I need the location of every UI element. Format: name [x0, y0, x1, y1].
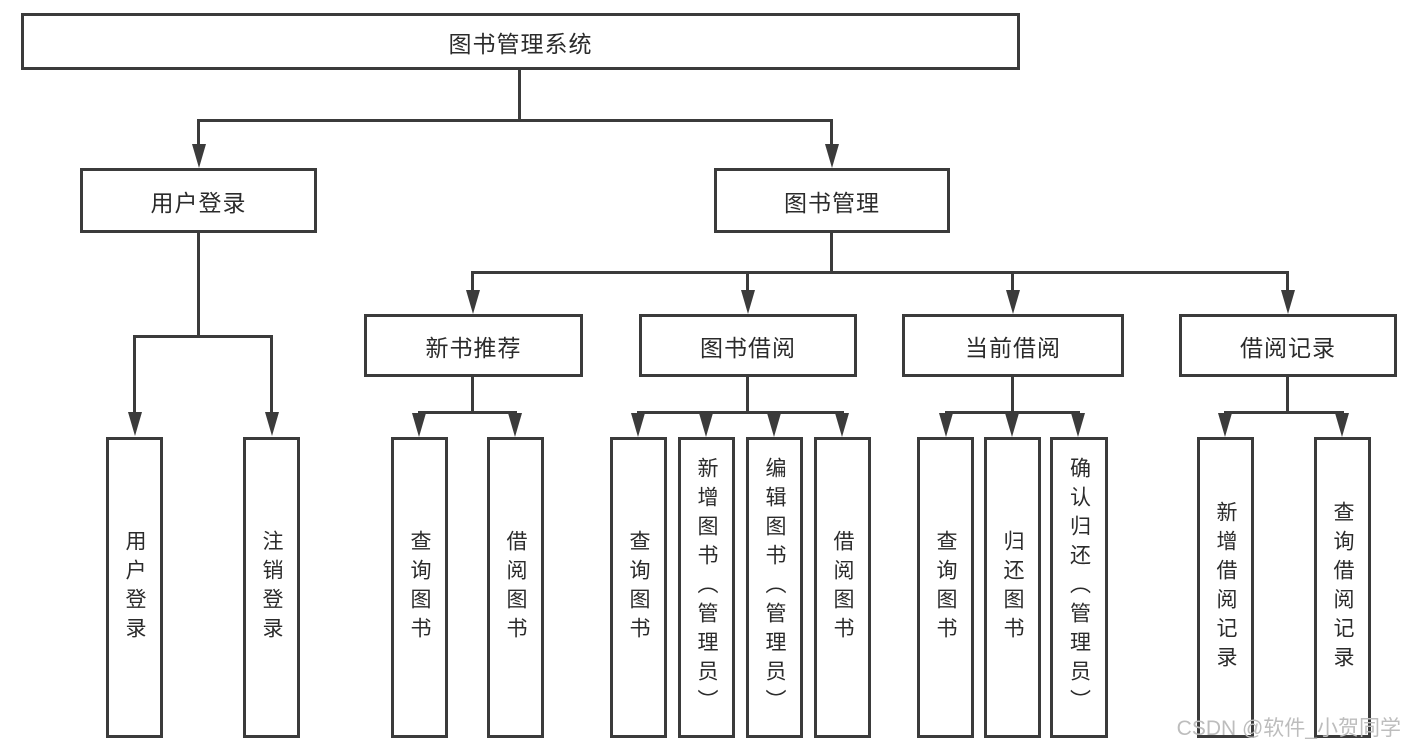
connector-arrowhead — [412, 413, 426, 437]
connector-arrowhead — [466, 290, 480, 314]
connector-line — [518, 70, 521, 120]
connector-line — [1011, 377, 1014, 412]
connector-arrowhead — [1335, 413, 1349, 437]
connector-line — [1286, 377, 1289, 412]
connector-arrowhead — [128, 412, 142, 436]
leaf-borrowing-borrow-books: 借阅图书 — [814, 437, 871, 738]
leaf-borrowing-edit-books-admin: 编辑图书（管理员） — [746, 437, 803, 738]
connector-line — [1011, 271, 1014, 291]
connector-line — [746, 271, 749, 291]
node-borrowing-records: 借阅记录 — [1179, 314, 1397, 377]
connector-line — [1224, 411, 1344, 414]
leaf-borrowing-query-books: 查询图书 — [610, 437, 667, 738]
connector-arrowhead — [699, 413, 713, 437]
connector-line — [133, 335, 273, 338]
connector-line — [133, 335, 136, 413]
connector-line — [197, 233, 200, 335]
connector-line — [1286, 271, 1289, 291]
connector-line — [197, 119, 200, 147]
connector-line — [945, 411, 1080, 414]
connector-line — [197, 119, 833, 122]
connector-arrowhead — [1218, 413, 1232, 437]
leaf-current-return-books: 归还图书 — [984, 437, 1041, 738]
connector-arrowhead — [1005, 413, 1019, 437]
leaf-current-query-books: 查询图书 — [917, 437, 974, 738]
leaf-newbook-query-books: 查询图书 — [391, 437, 448, 738]
connector-arrowhead — [192, 144, 206, 168]
connector-line — [637, 411, 844, 414]
connector-arrowhead — [835, 413, 849, 437]
connector-arrowhead — [767, 413, 781, 437]
connector-line — [418, 411, 517, 414]
connector-line — [471, 271, 474, 291]
connector-arrowhead — [508, 413, 522, 437]
node-new-book-recommendation: 新书推荐 — [364, 314, 583, 377]
leaf-user-login: 用户登录 — [106, 437, 163, 738]
connector-line — [746, 377, 749, 412]
connector-arrowhead — [825, 144, 839, 168]
connector-arrowhead — [1071, 413, 1085, 437]
node-book-management: 图书管理 — [714, 168, 950, 233]
leaf-records-query-borrow-record: 查询借阅记录 — [1314, 437, 1371, 738]
node-library-management-system: 图书管理系统 — [21, 13, 1020, 70]
leaf-records-add-borrow-record: 新增借阅记录 — [1197, 437, 1254, 738]
node-user-login: 用户登录 — [80, 168, 317, 233]
connector-line — [471, 377, 474, 412]
leaf-logout-login: 注销登录 — [243, 437, 300, 738]
connector-line — [830, 233, 833, 271]
leaf-newbook-borrow-books: 借阅图书 — [487, 437, 544, 738]
connector-arrowhead — [741, 290, 755, 314]
connector-line — [830, 119, 833, 147]
leaf-current-confirm-return-admin: 确认归还（管理员） — [1050, 437, 1108, 738]
node-book-borrowing: 图书借阅 — [639, 314, 857, 377]
connector-arrowhead — [939, 413, 953, 437]
csdn-watermark: CSDN @软件_小贺同学 — [1176, 717, 1401, 740]
connector-arrowhead — [1281, 290, 1295, 314]
connector-line — [471, 271, 1289, 274]
leaf-borrowing-add-books-admin: 新增图书（管理员） — [678, 437, 735, 738]
connector-arrowhead — [1006, 290, 1020, 314]
connector-arrowhead — [265, 412, 279, 436]
connector-arrowhead — [631, 413, 645, 437]
node-current-borrowing: 当前借阅 — [902, 314, 1124, 377]
connector-line — [270, 335, 273, 413]
